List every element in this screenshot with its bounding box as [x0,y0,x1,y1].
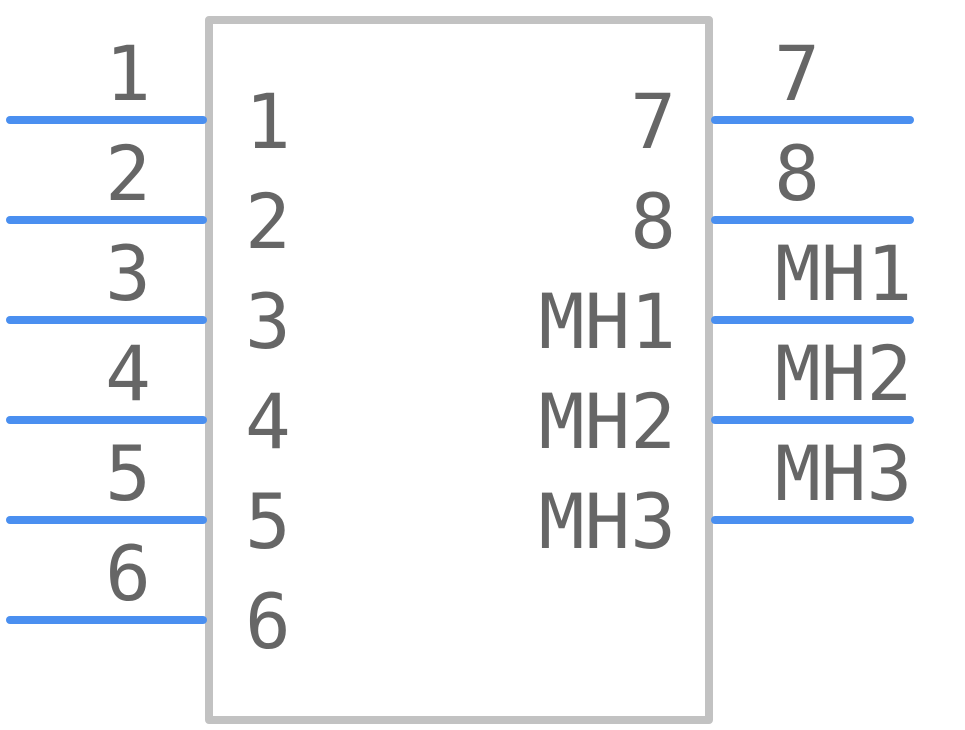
pin-number-5: 5 [105,429,151,518]
pin-name-5: 5 [245,477,291,566]
pin-name-6: 6 [245,577,291,666]
pin-number-2: 2 [105,129,151,218]
pin-number-8: 8 [774,129,820,218]
pin-number-mh2: MH2 [775,329,912,418]
pin-name-mh1: MH1 [539,277,676,366]
component-body [205,16,713,724]
pin-name-4: 4 [245,377,291,466]
pin-number-4: 4 [105,329,151,418]
pin-number-1: 1 [105,29,151,118]
pin-number-6: 6 [105,529,151,618]
pin-number-mh1: MH1 [775,229,912,318]
pin-name-mh2: MH2 [539,377,676,466]
pin-name-8: 8 [630,177,676,266]
pin-name-7: 7 [630,77,676,166]
left-pin-group: 1 1 2 2 3 3 4 4 5 5 6 6 [6,29,291,666]
pin-number-mh3: MH3 [775,429,912,518]
pin-name-3: 3 [245,277,291,366]
pin-name-1: 1 [245,77,291,166]
pin-name-mh3: MH3 [539,477,676,566]
pin-number-7: 7 [774,29,820,118]
pin-name-2: 2 [245,177,291,266]
pin-number-3: 3 [105,229,151,318]
